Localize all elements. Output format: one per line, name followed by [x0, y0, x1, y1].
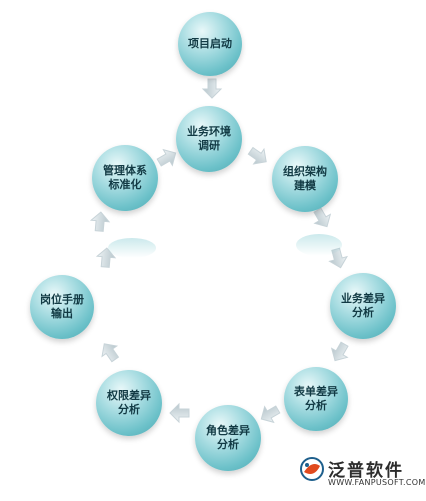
- node-form-diff-analysis: 表单差异 分析: [284, 367, 348, 431]
- node-label: 项目启动: [188, 37, 232, 50]
- node-label: 业务环境 调研: [187, 125, 231, 152]
- arrow-post-to-standard-2-icon: [89, 211, 111, 232]
- arrow-research-to-org-icon: [247, 146, 267, 165]
- node-label: 角色差异 分析: [206, 424, 250, 451]
- node-project-start: 项目启动: [178, 12, 242, 76]
- arrow-standard-to-research-icon: [156, 148, 177, 167]
- node-management-standardization: 管理体系 标准化: [92, 145, 158, 211]
- arrow-post-to-standard-icon: [95, 247, 117, 268]
- logo-url: WWW.FANPUSOFT.COM: [328, 478, 426, 487]
- node-post-manual-output: 岗位手册 输出: [30, 275, 94, 339]
- node-label: 管理体系 标准化: [103, 164, 147, 191]
- arrow-org-to-business-diff-2-icon: [328, 247, 348, 269]
- arrow-business-to-form-diff-icon: [330, 341, 349, 362]
- logo-mark-icon: [300, 457, 324, 481]
- node-org-structure-modeling: 组织架构 建模: [272, 146, 338, 212]
- reflection-right: [296, 234, 342, 256]
- node-permission-diff-analysis: 权限差异 分析: [96, 370, 162, 436]
- brand-logo: 泛普软件 WWW.FANPUSOFT.COM: [292, 452, 425, 498]
- arrow-start-to-research-icon: [201, 78, 223, 99]
- node-label: 岗位手册 输出: [40, 293, 84, 320]
- arrow-form-to-role-diff-icon: [260, 405, 281, 424]
- logo-name: 泛普软件: [328, 461, 404, 481]
- node-business-env-research: 业务环境 调研: [176, 106, 242, 172]
- reflection-left: [108, 238, 156, 258]
- arrow-permission-to-post-icon: [101, 343, 120, 363]
- node-label: 表单差异 分析: [294, 385, 338, 412]
- node-role-diff-analysis: 角色差异 分析: [195, 405, 261, 471]
- arrow-role-to-permission-diff-icon: [169, 402, 190, 424]
- node-label: 组织架构 建模: [283, 165, 327, 192]
- arrow-org-to-business-diff-icon: [313, 207, 332, 228]
- node-business-diff-analysis: 业务差异 分析: [330, 273, 396, 339]
- node-label: 权限差异 分析: [107, 389, 151, 416]
- node-label: 业务差异 分析: [341, 292, 385, 319]
